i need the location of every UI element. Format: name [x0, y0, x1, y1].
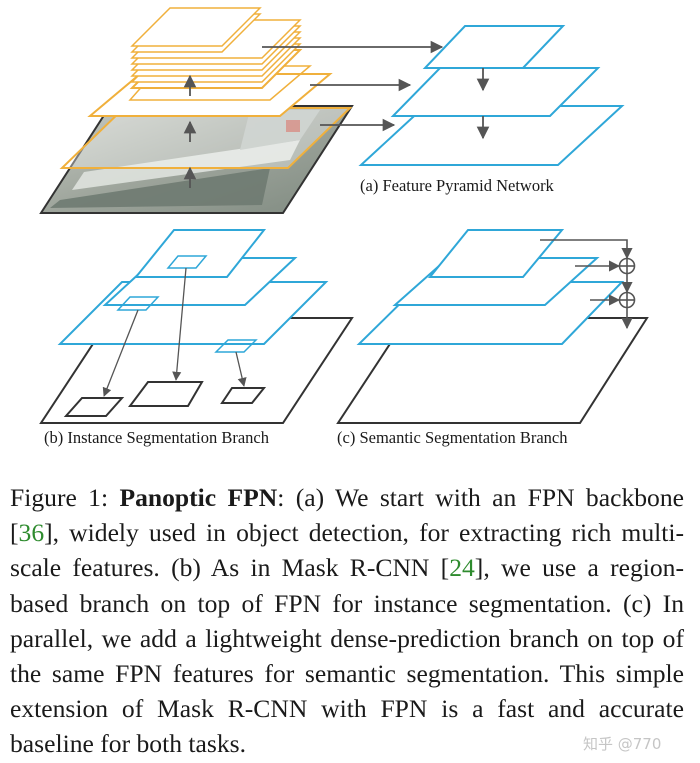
- caption-text-2: ], widely used in object detection, for …: [10, 518, 684, 583]
- panel-c-label: (c) Semantic Segmentation Branch: [337, 428, 568, 447]
- panel-c-semantic: [336, 229, 649, 424]
- figure-label: Figure 1:: [10, 483, 109, 512]
- roi-box: [166, 255, 208, 269]
- figure-caption: Figure 1: Panoptic FPN: (a) We start wit…: [10, 480, 684, 762]
- plus-circle-icon: [618, 257, 636, 275]
- mask-box: [63, 397, 125, 417]
- citation-link[interactable]: 36: [18, 518, 45, 548]
- caption-title: Panoptic FPN: [119, 483, 278, 512]
- fpn-level-p3: [390, 67, 601, 117]
- panel-a-backbone: [39, 7, 354, 214]
- panoptic-fpn-figure: [39, 7, 649, 424]
- mask-box: [220, 387, 267, 404]
- panel-a-pyramid: [358, 25, 625, 166]
- fpn-plane-b-3: [133, 229, 267, 278]
- caption-text-3: ], we use a region-based branch on top o…: [10, 553, 684, 759]
- panel-a-label: (a) Feature Pyramid Network: [360, 176, 554, 195]
- citation-link[interactable]: 24: [449, 553, 475, 583]
- fpn-level-p4: [422, 25, 566, 69]
- caption-text-1: : (a) We start with an FPN backbone [: [10, 483, 684, 548]
- mask-box: [128, 381, 204, 407]
- roi-box: [116, 296, 160, 311]
- fpn-plane-c-3: [427, 229, 565, 278]
- panel-b-instance: [39, 229, 354, 424]
- lateral-connections: [262, 40, 444, 132]
- roi-box: [214, 339, 258, 353]
- panel-b-label: (b) Instance Segmentation Branch: [44, 428, 269, 447]
- watermark: 知乎 @770: [583, 735, 662, 753]
- plus-circle-icon: [618, 291, 636, 309]
- image-photo: [50, 110, 320, 208]
